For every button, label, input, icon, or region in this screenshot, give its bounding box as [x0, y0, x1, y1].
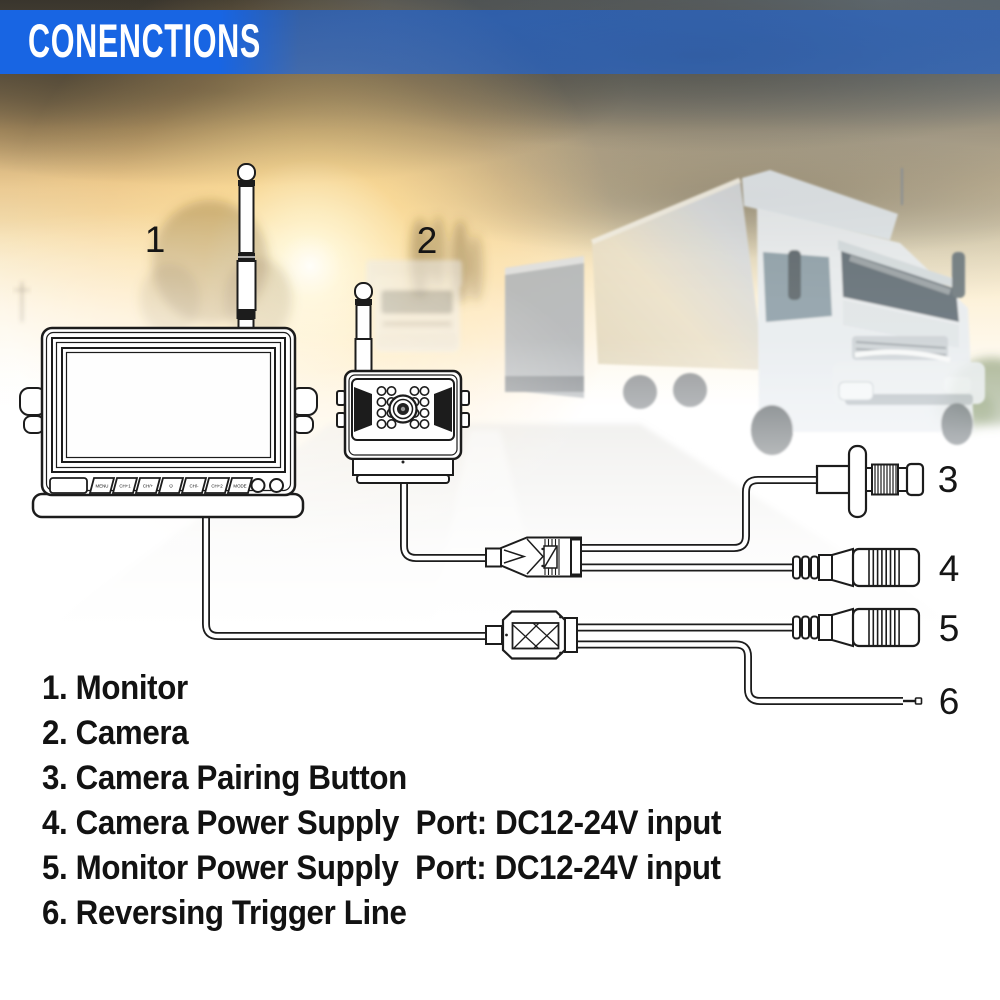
camera-mount-base — [356, 474, 450, 484]
page-title: CONENCTIONS — [28, 14, 261, 67]
legend-item-monitor-power: 5. Monitor Power Supply Port: DC12-24V i… — [42, 849, 721, 887]
callout-pairing-button: 3 — [938, 459, 959, 500]
monitor-antenna — [236, 163, 257, 330]
monitor-base — [31, 492, 305, 519]
monitor-button-row — [49, 477, 284, 494]
monitor-mount-knobs — [19, 387, 318, 434]
svg-text:MODE: MODE — [233, 484, 246, 489]
cable-splitter-to-pairing-button — [581, 476, 818, 552]
callout-camera: 2 — [417, 220, 438, 261]
svg-text:CH/-: CH/- — [189, 484, 199, 489]
title-banner: CONENCTIONS — [0, 10, 1000, 74]
legend-item-reversing-trigger: 6. Reversing Trigger Line — [42, 894, 407, 932]
callout-reversing-trigger: 6 — [939, 681, 960, 722]
camera-lens — [388, 394, 418, 424]
monitor-button-ch2[interactable] — [203, 477, 231, 494]
monitor-button-mode[interactable] — [226, 477, 254, 494]
legend-item-pairing-button: 3. Camera Pairing Button — [42, 759, 407, 797]
callout-camera-power: 4 — [939, 548, 960, 589]
camera-splitter — [485, 536, 582, 578]
monitor-drawing: MENU CH+1 CH/+ ⏻ CH/- CH+2 MODE — [19, 163, 318, 519]
monitor-power-led — [269, 478, 284, 493]
monitor-power-connector[interactable] — [792, 607, 921, 648]
svg-text:MENU: MENU — [96, 484, 109, 489]
svg-text:CH+2: CH+2 — [211, 484, 223, 489]
monitor-button-up[interactable] — [134, 477, 162, 494]
legend-item-camera-power: 4. Camera Power Supply Port: DC12-24V in… — [42, 804, 722, 842]
monitor-button-down[interactable] — [180, 477, 208, 494]
legend-item-camera: 2. Camera — [42, 714, 189, 752]
svg-text:⏻: ⏻ — [169, 484, 173, 489]
monitor-button-ch1[interactable] — [111, 477, 139, 494]
pairing-button[interactable] — [815, 444, 925, 519]
cables — [202, 476, 923, 705]
legend: 1. Monitor 2. Camera 3. Camera Pairing B… — [42, 666, 721, 936]
trigger-wire-pin — [903, 697, 923, 705]
callout-monitor: 1 — [145, 219, 166, 260]
monitor-button-power[interactable] — [157, 477, 185, 494]
camera-antenna — [354, 282, 373, 374]
monitor-junction-box — [485, 610, 578, 660]
cable-camera-to-splitter — [400, 482, 486, 562]
legend-item-monitor: 1. Monitor — [42, 669, 188, 707]
camera-drawing — [336, 282, 470, 484]
svg-text:CH+1: CH+1 — [119, 484, 131, 489]
monitor-ir-sensor — [250, 478, 266, 493]
callout-monitor-power: 5 — [939, 608, 960, 649]
svg-text:CH/+: CH/+ — [143, 484, 154, 489]
monitor-display-window — [49, 477, 88, 494]
monitor-button-menu[interactable] — [88, 477, 116, 494]
camera-power-connector[interactable] — [792, 547, 921, 588]
monitor-screen — [51, 337, 286, 473]
